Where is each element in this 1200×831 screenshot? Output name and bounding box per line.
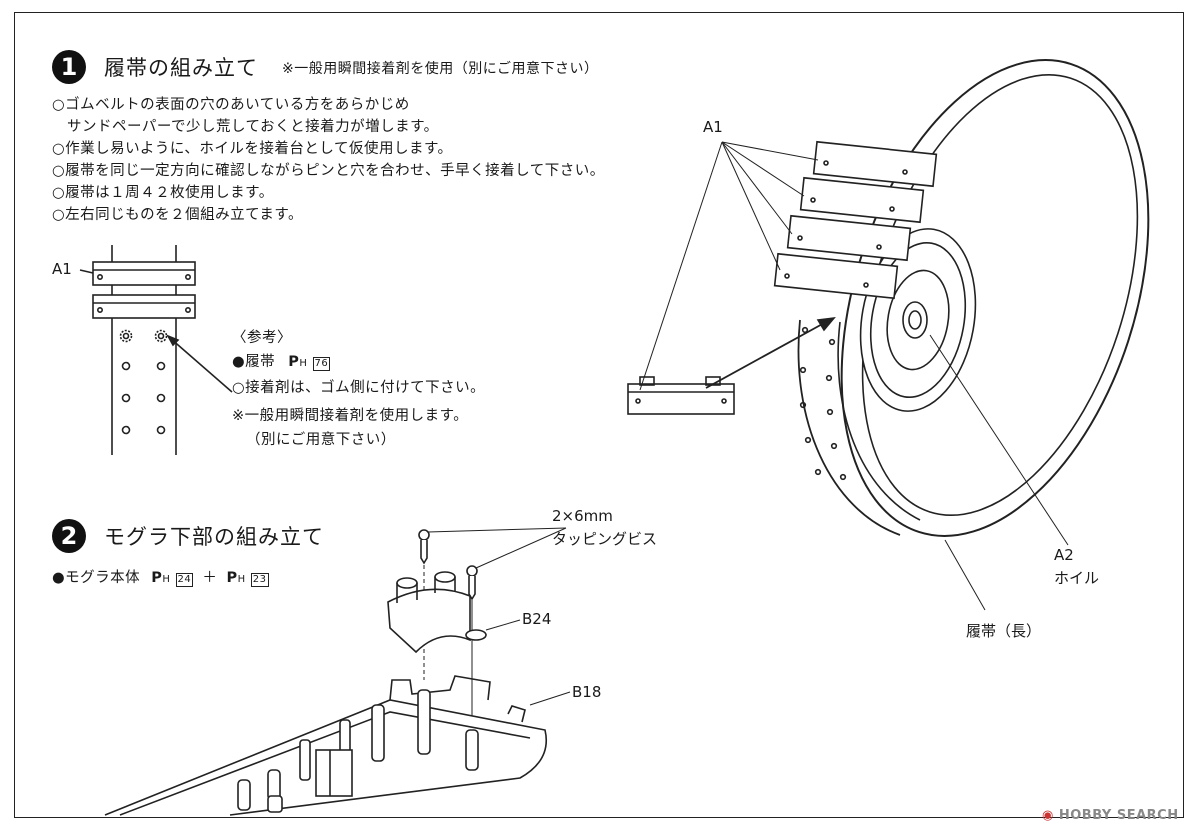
- track-detail-diagram: [79, 245, 233, 455]
- step1-number-badge: 1: [52, 50, 86, 84]
- lower-body-diagram: [104, 527, 571, 816]
- label-b24: B24: [522, 610, 552, 628]
- page-ref-prefix: P: [151, 570, 163, 586]
- watermark-logo-icon: ◉: [1042, 808, 1054, 823]
- page-ref-number: 24: [175, 573, 194, 587]
- watermark: ◉ HOBBY SEARCH: [1042, 808, 1179, 823]
- label-wheel: ホイル: [1054, 569, 1100, 587]
- instruction-line: ○左右同じものを２個組み立てます。: [52, 207, 303, 223]
- plus-sign: ＋: [202, 570, 218, 586]
- reference-heading: 〈参考〉: [232, 330, 292, 346]
- page-ref-sub: H: [162, 574, 171, 585]
- page-ref-number: 23: [250, 573, 269, 587]
- parts-bullet: ●モグラ本体: [52, 570, 141, 586]
- step2-parts-ref: ●モグラ本体 PH 24 ＋ PH 23: [52, 566, 269, 592]
- reference-glue-type: ※一般用瞬間接着剤を使用します。: [232, 408, 469, 424]
- instruction-line: ○履帯は１周４２枚使用します。: [52, 185, 274, 201]
- reference-glue-note: ○接着剤は、ゴム側に付けて下さい。: [232, 380, 486, 396]
- label-a2: A2: [1054, 546, 1074, 564]
- page-ref-prefix: P: [288, 354, 300, 370]
- step1-adhesive-note: ※一般用瞬間接着剤を使用（別にご用意下さい）: [282, 61, 599, 77]
- label-screw-type: タッピングビス: [552, 530, 658, 548]
- label-b18: B18: [572, 683, 602, 701]
- detail-label-a1: A1: [52, 260, 72, 278]
- page-frame: [14, 12, 1184, 818]
- reference-item: ●履帯 PH 76: [232, 350, 331, 376]
- instruction-line: サンドペーパーで少し荒しておくと接着力が増します。: [52, 119, 439, 135]
- step2-number-badge: 2: [52, 519, 86, 553]
- instruction-line: ○履帯を同じ一定方向に確認しながらピンと穴を合わせ、手早く接着して下さい。: [52, 163, 605, 179]
- label-screw-size: 2×6mm: [552, 507, 613, 525]
- label-track: 履帯（長）: [966, 622, 1042, 640]
- reference-bullet: ●履帯: [232, 354, 276, 370]
- step1-title: 履帯の組み立て: [104, 56, 258, 80]
- instruction-line: ○ゴムベルトの表面の穴のあいている方をあらかじめ: [52, 97, 410, 113]
- page-ref-sub: H: [237, 574, 246, 585]
- page-ref-sub: H: [299, 358, 308, 369]
- step2-title: モグラ下部の組み立て: [104, 525, 324, 549]
- instruction-line: ○作業し易いように、ホイルを接着台として仮使用します。: [52, 141, 453, 157]
- page-ref-number: 76: [312, 357, 331, 371]
- reference-glue-supply: （別にご用意下さい）: [246, 432, 396, 448]
- label-a1: A1: [703, 118, 723, 136]
- page-ref-prefix: P: [226, 570, 238, 586]
- wheel-track-diagram: [627, 59, 1150, 611]
